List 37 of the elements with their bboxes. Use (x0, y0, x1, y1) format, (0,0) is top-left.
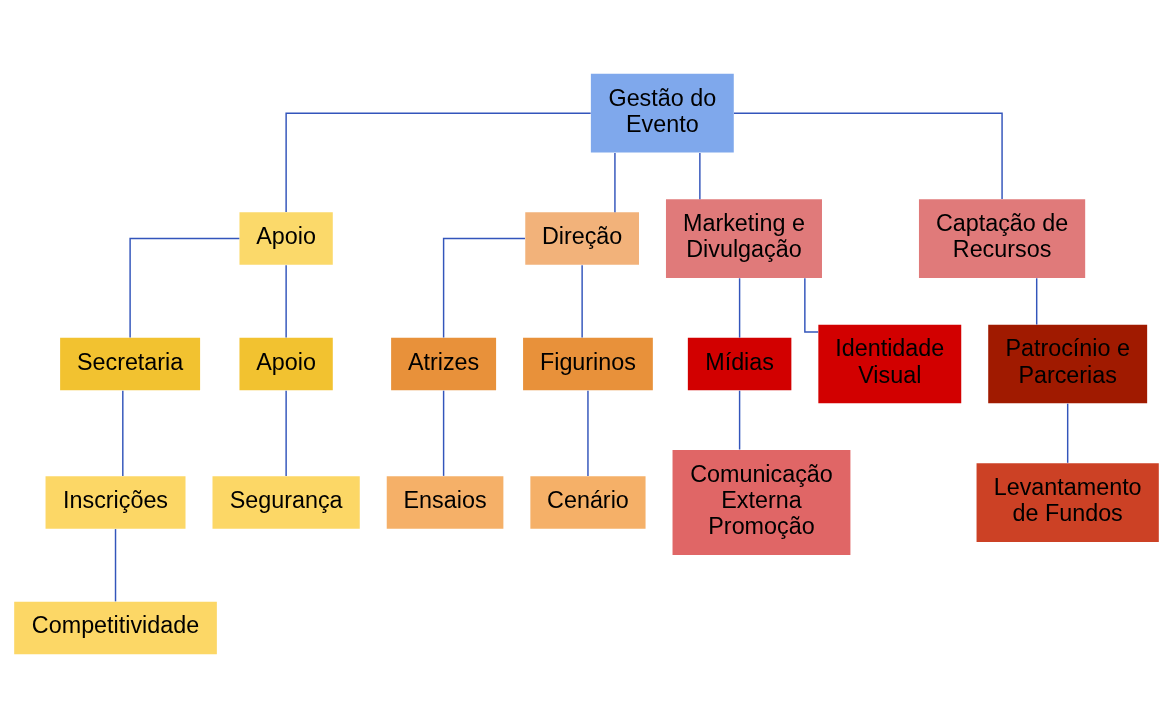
node-box: Cenário (530, 476, 646, 529)
node-box: Competitividade (14, 601, 217, 655)
node-box: Ensaios (386, 476, 504, 529)
node-box: Gestão do Evento (590, 73, 734, 153)
connector (1066, 402, 1069, 464)
connector (442, 237, 526, 339)
node-box: Marketing e Divulgação (665, 199, 822, 278)
connector (614, 152, 616, 213)
connector (1035, 277, 1038, 326)
node-box: Apoio (239, 212, 333, 265)
node-box: Apoio (239, 337, 333, 391)
node-box: Atrizes (391, 337, 497, 391)
connector (442, 389, 445, 477)
connector (581, 264, 583, 339)
connector (587, 389, 589, 477)
node-box: Patrocínio e Parcerias (988, 324, 1148, 404)
connector (738, 277, 741, 339)
node-box: Secretaria (60, 337, 201, 391)
node-box: Captação de Recursos (918, 199, 1086, 278)
node-box: Direção (525, 212, 639, 265)
node-box: Identidade Visual (818, 324, 962, 404)
node-box: Levantamento de Fundos (976, 463, 1159, 542)
connector (733, 112, 1003, 200)
connector (804, 277, 819, 333)
connector (285, 264, 287, 339)
connector (129, 237, 241, 339)
node-box: Mídias (687, 337, 792, 391)
node-box: Comunicação Externa Promoção (672, 450, 851, 555)
node-box: Figurinos (523, 337, 653, 391)
node-box: Segurança (212, 476, 360, 529)
connector (699, 152, 701, 200)
connector (122, 389, 124, 477)
connector (738, 389, 741, 451)
connector (285, 112, 592, 213)
connector (114, 528, 117, 603)
connector (285, 389, 287, 477)
node-box: Inscrições (45, 476, 186, 529)
